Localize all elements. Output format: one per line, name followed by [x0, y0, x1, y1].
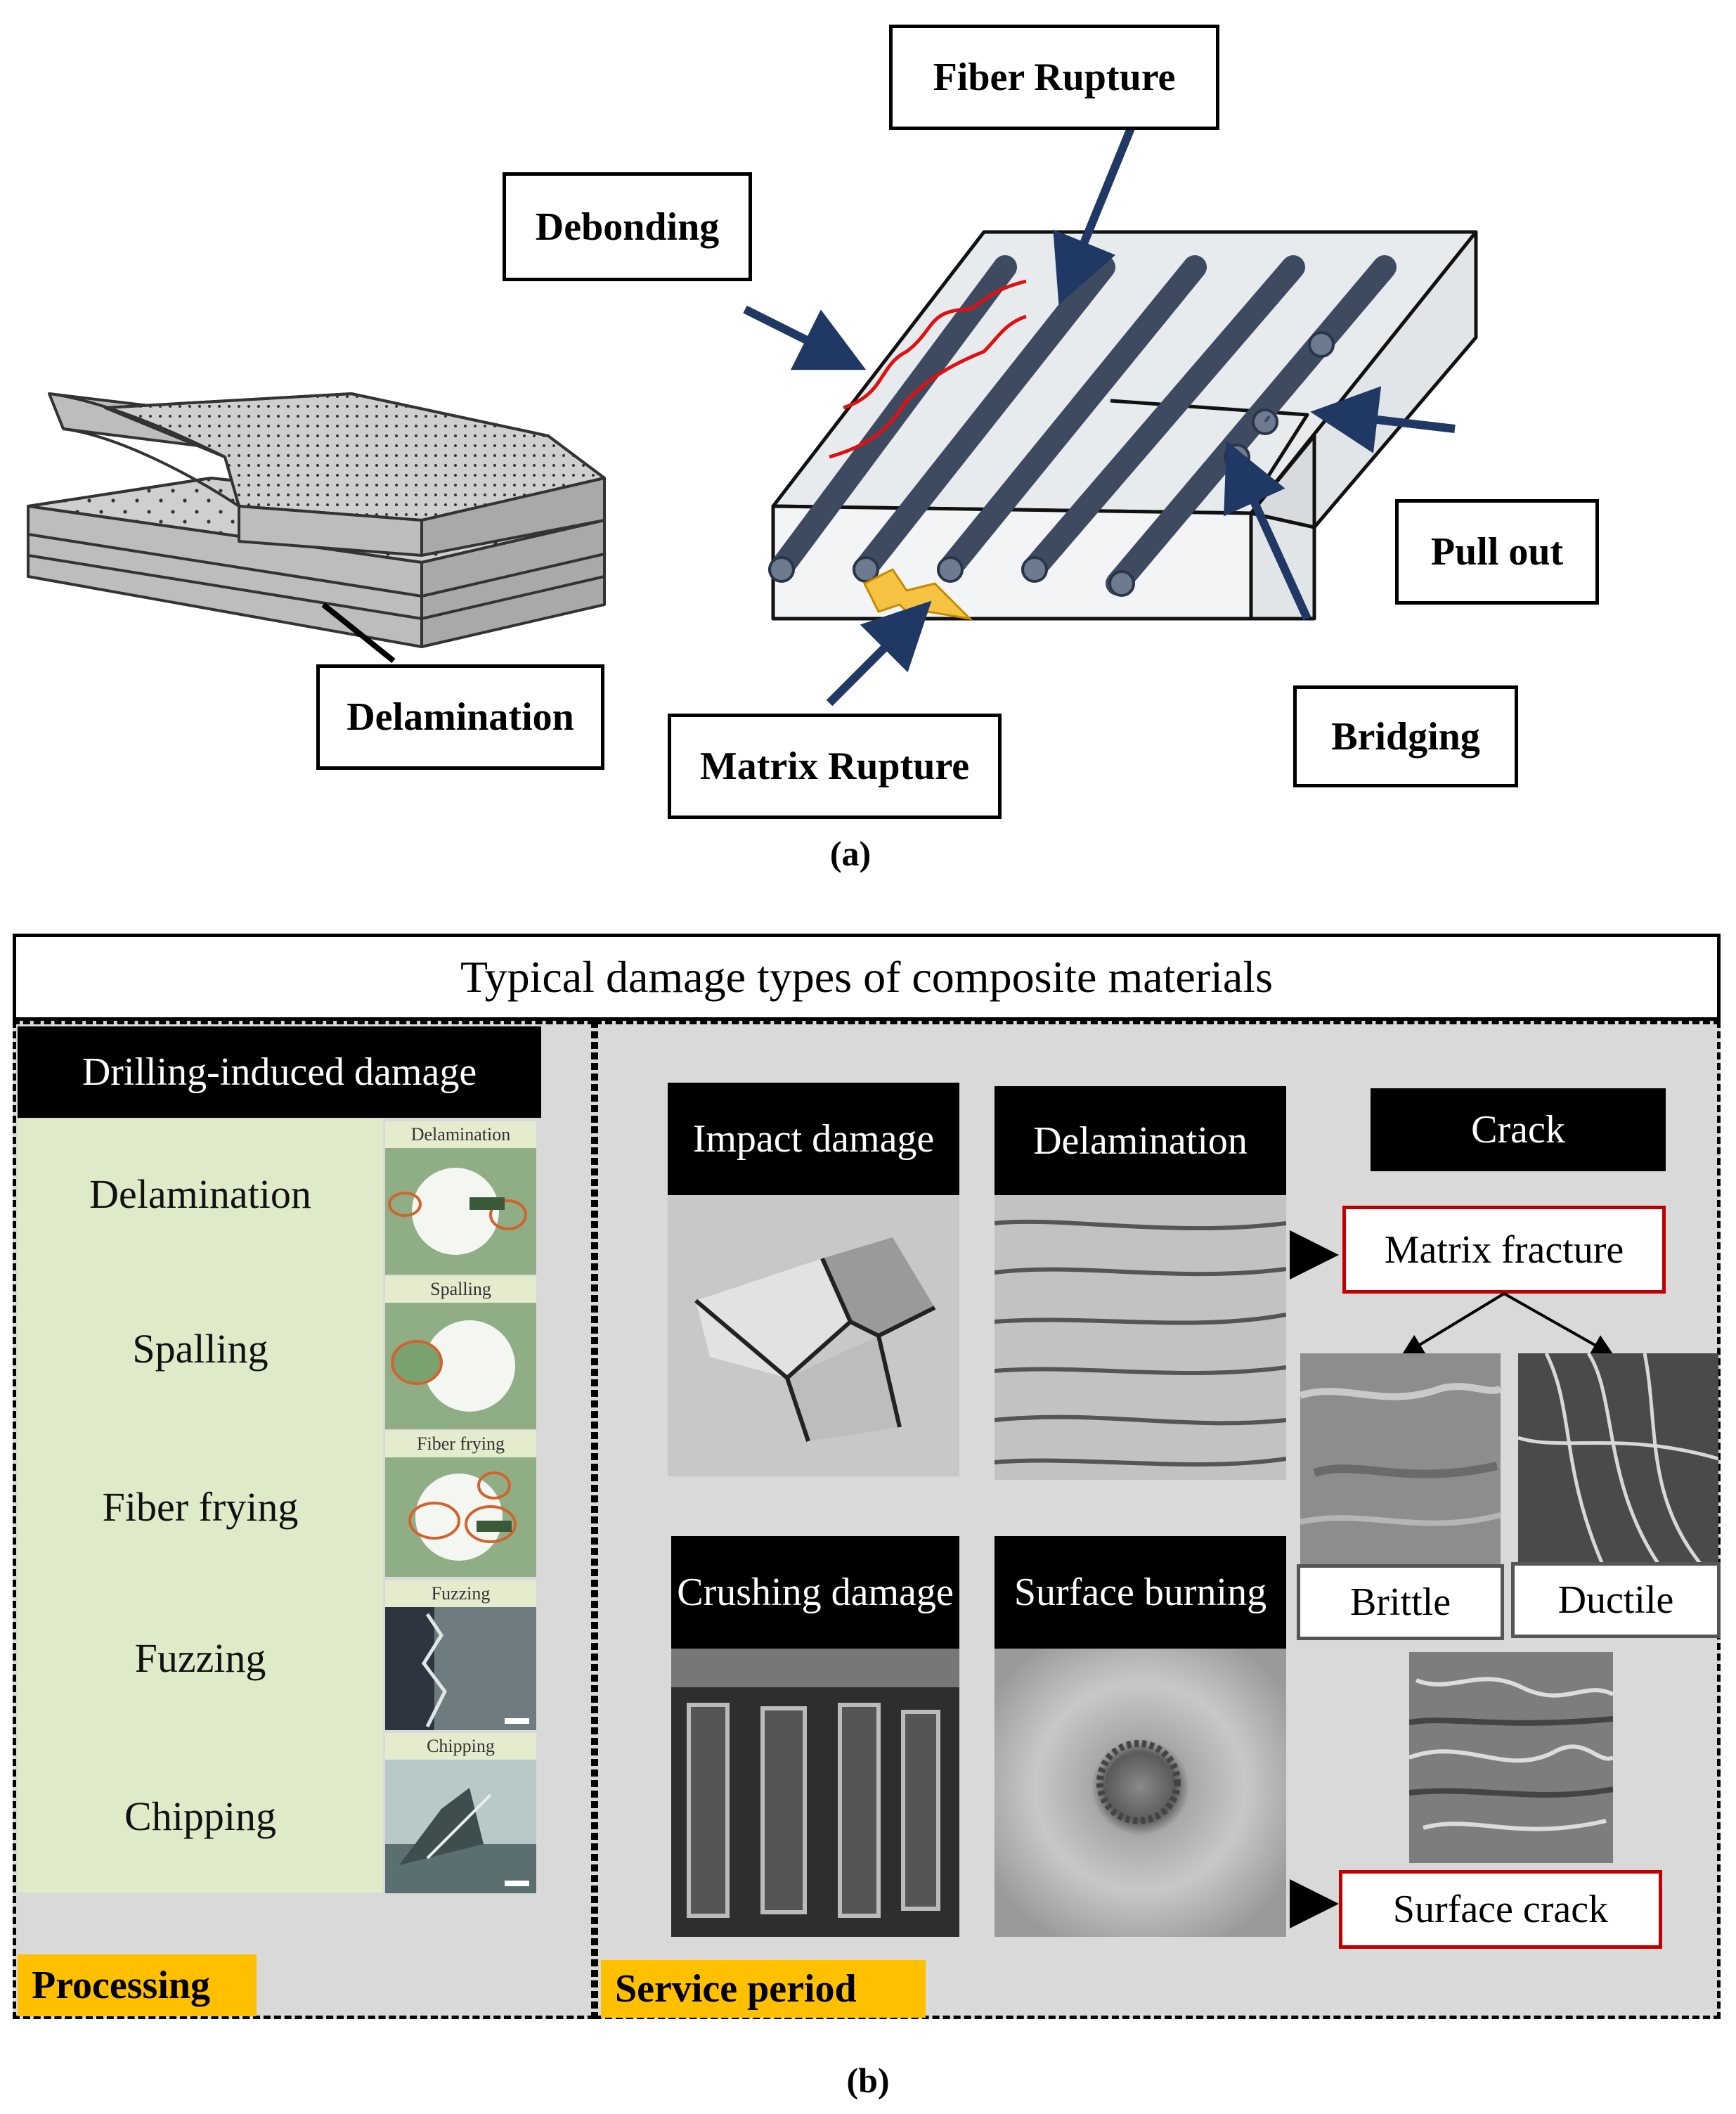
label-matrix-rupture: Matrix Rupture [668, 714, 1002, 819]
thumb-caption-spalling: Spalling [385, 1276, 536, 1303]
brittle-label: Brittle [1297, 1564, 1504, 1640]
service-period-tag: Service period [601, 1960, 926, 2018]
drill-item-fiber-frying: Fiber frying [102, 1484, 299, 1530]
surface-burning-header: Surface burning [995, 1536, 1286, 1649]
matrix-fracture-pointer [1290, 1230, 1339, 1280]
matrix-fracture-box: Matrix fracture [1342, 1206, 1666, 1294]
surface-crack-box: Surface crack [1339, 1870, 1662, 1949]
processing-tag: Processing [18, 1954, 257, 2016]
service-delamination-image [995, 1195, 1286, 1480]
crushing-damage-image [671, 1649, 959, 1937]
service-delamination-header: Delamination [995, 1086, 1286, 1195]
thumb-delamination-image [385, 1148, 536, 1275]
drilling-damage-list [18, 1119, 383, 1893]
surface-burning-image [995, 1649, 1286, 1937]
panel-b-title: Typical damage types of composite materi… [13, 934, 1721, 1021]
label-fiber-rupture: Fiber Rupture [889, 25, 1219, 130]
label-pull-out: Pull out [1395, 499, 1599, 605]
pointer-arrows [743, 124, 1456, 707]
thumb-caption-fiber-frying: Fiber frying [385, 1431, 536, 1457]
caption-a: (a) [829, 834, 872, 873]
caption-b: (b) [846, 2061, 890, 2100]
thumb-caption-delamination: Delamination [385, 1121, 536, 1148]
thumb-fuzzing-image [385, 1607, 536, 1730]
ductile-image [1518, 1353, 1718, 1564]
thumb-caption-fuzzing: Fuzzing [385, 1580, 536, 1607]
drilling-damage-header: Drilling-induced damage [18, 1026, 541, 1118]
surface-crack-image [1409, 1652, 1613, 1863]
label-bridging: Bridging [1293, 685, 1518, 787]
thumb-spalling-image [385, 1303, 536, 1429]
ductile-label: Ductile [1511, 1562, 1721, 1638]
drill-item-fuzzing: Fuzzing [134, 1635, 266, 1681]
matrix-fracture-branch-arrows [1401, 1292, 1614, 1357]
thumb-caption-chipping: Chipping [385, 1733, 536, 1760]
crack-header: Crack [1371, 1088, 1666, 1171]
debonding-marks [829, 279, 1027, 459]
label-debonding: Debonding [503, 172, 752, 281]
impact-damage-image [668, 1195, 959, 1476]
panel-a-illustration [27, 124, 1478, 707]
brittle-image [1300, 1353, 1501, 1564]
drill-item-chipping: Chipping [124, 1793, 276, 1839]
impact-damage-header: Impact damage [668, 1083, 959, 1195]
drill-item-delamination: Delamination [89, 1171, 311, 1217]
drill-item-spalling: Spalling [132, 1326, 268, 1372]
surface-crack-pointer [1290, 1879, 1339, 1928]
thumb-fiber-frying-image [385, 1457, 536, 1577]
label-delamination-a: Delamination [316, 664, 604, 770]
thumb-chipping-image [385, 1760, 536, 1893]
crushing-damage-header: Crushing damage [671, 1536, 959, 1649]
delamination-laminate [27, 392, 606, 664]
